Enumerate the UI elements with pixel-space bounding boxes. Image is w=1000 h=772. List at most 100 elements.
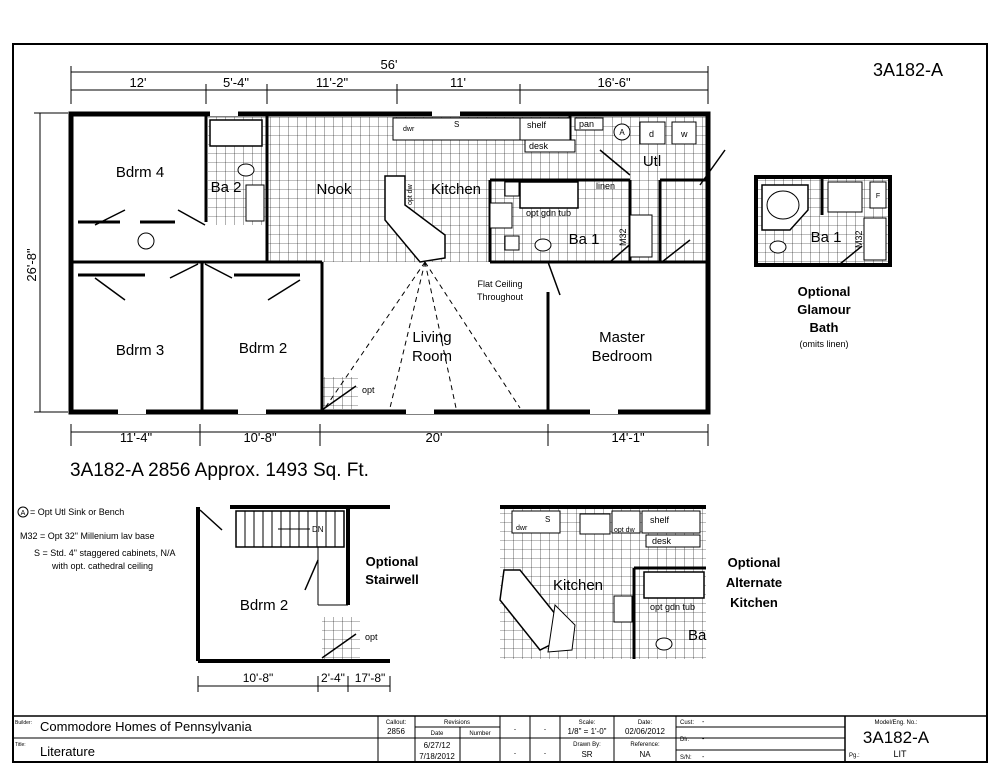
dim-20: 20' [426,430,443,445]
stair-dn: DN [312,525,324,534]
washer [671,121,697,145]
rev-date-label: Date [431,731,444,737]
desk [524,139,576,153]
alt-dwr: dwr [516,525,528,532]
stair-bdrm2: Bdrm 2 [240,597,288,614]
interior-walls [71,114,708,412]
title-label: Title: [15,742,26,748]
reference-value: NA [639,750,651,759]
model-value: 3A182-A [863,728,930,747]
stair-title-1: Optional [366,554,419,569]
label-shelf: shelf [527,120,547,130]
revisions-label: Revisions [444,720,470,726]
glamour-ba1: Ba 1 [811,229,842,246]
stair-opt: opt [365,632,378,642]
room-bdrm2: Bdrm 2 [239,340,287,357]
glamour-title-1: Optional [798,284,851,299]
dlr-value: - [702,736,705,743]
bath1-shelf [489,202,513,229]
bottom-dimensions [70,424,709,446]
label-s: S [454,120,459,129]
main-floor-plan: 56' 12' 5'-4" 11'-2" 11' 16'-6" 26'-8" [24,57,726,446]
label-linen: linen [596,181,615,191]
page-value: LIT [893,749,907,759]
dim-12: 12' [130,75,147,90]
date-value: 02/06/2012 [625,727,666,736]
dot: . [514,722,517,732]
label-dryer: d [649,129,654,139]
toilet-icon [769,240,787,254]
dim-11-4: 11'-4" [120,430,153,445]
dim-14-1: 14'-1" [611,430,645,445]
alt-title-3: Kitchen [730,595,778,610]
room-master-2: Bedroom [592,348,653,365]
title-value: Literature [40,744,95,759]
room-ba1: Ba 1 [569,231,600,248]
room-bdrm3: Bdrm 3 [116,342,164,359]
dim-10-8: 10'-8" [243,430,277,445]
stair-title-2: Stairwell [365,572,418,587]
bath1-tub [519,181,579,209]
legend-line-1: = Opt Utl Sink or Bench [30,507,124,517]
glamour-note: (omits linen) [799,339,848,349]
cabinet-s [504,235,520,251]
sn-value: - [702,754,705,761]
builder-label: Builder: [15,720,32,726]
bath1-lav [629,214,653,258]
title-block-text: Builder: Commodore Homes of Pennsylvania… [15,719,930,761]
stair-dim-3: 17'-8" [355,671,386,685]
callout-value: 2856 [387,727,405,736]
cust-value: - [702,719,705,726]
model-label: Model/Eng. No.: [874,720,917,726]
scale-value: 1/8" = 1'-0" [567,727,606,736]
plan-caption: 3A182-A 2856 Approx. 1493 Sq. Ft. [70,460,369,481]
rev-date-1: 6/27/12 [424,741,451,750]
callout-label: Callout: [386,720,407,726]
dim-11: 11' [450,75,466,90]
flat-ceiling-2: Throughout [477,292,524,302]
glamour-title-2: Glamour [797,302,850,317]
glamour-m32: M32 [854,230,864,248]
depth-dimension [34,112,68,413]
label-opt-gdn-tub: opt gdn tub [526,208,571,218]
cust-label: Cust: [680,720,694,726]
label-desk: desk [529,141,549,151]
bath2-vanity [245,184,265,222]
cabinet-s [504,181,520,197]
glamour-title-3: Bath [810,320,839,335]
label-a: A [619,128,625,137]
page-label: Pg.: [849,753,860,759]
legend-line-4: with opt. cathedral ceiling [51,561,153,571]
alt-s: S [545,515,550,524]
title-block [12,715,988,763]
room-bdrm4: Bdrm 4 [116,164,164,181]
alt-ba-label: Ba [688,627,707,644]
ceiling-dash-lines [324,261,521,409]
glamour-f: F [876,193,880,200]
label-washer: w [680,129,688,139]
alt-desk: desk [652,536,672,546]
dim-11-2: 11'-2" [316,75,349,90]
alt-shelf: shelf [650,515,670,525]
pantry [574,117,604,131]
dot: . [544,722,547,732]
label-opt: opt [362,385,375,395]
room-nook: Nook [316,181,352,198]
overall-width-dim: 56' [381,57,398,72]
bath2-tub [209,119,263,147]
drawn-value: SR [581,750,592,759]
stairwell-plan: DN opt Bdrm 2 Optional Stairwell 10'-8" … [196,505,419,692]
rev-number-label: Number [469,731,490,737]
opt-sink-symbol-icon [613,123,631,141]
dot: . [544,746,547,756]
windows [118,111,618,414]
water-heater-icon [137,232,155,250]
legend-sym-a: A [21,510,26,517]
label-opt-dw: opt dw [407,183,414,205]
toilet-icon [655,637,673,651]
dot: . [514,746,517,756]
model-code: 3A182-A [873,60,943,80]
builder-name: Commodore Homes of Pennsylvania [40,719,252,734]
stair-dim-1: 10'-8" [243,671,274,685]
